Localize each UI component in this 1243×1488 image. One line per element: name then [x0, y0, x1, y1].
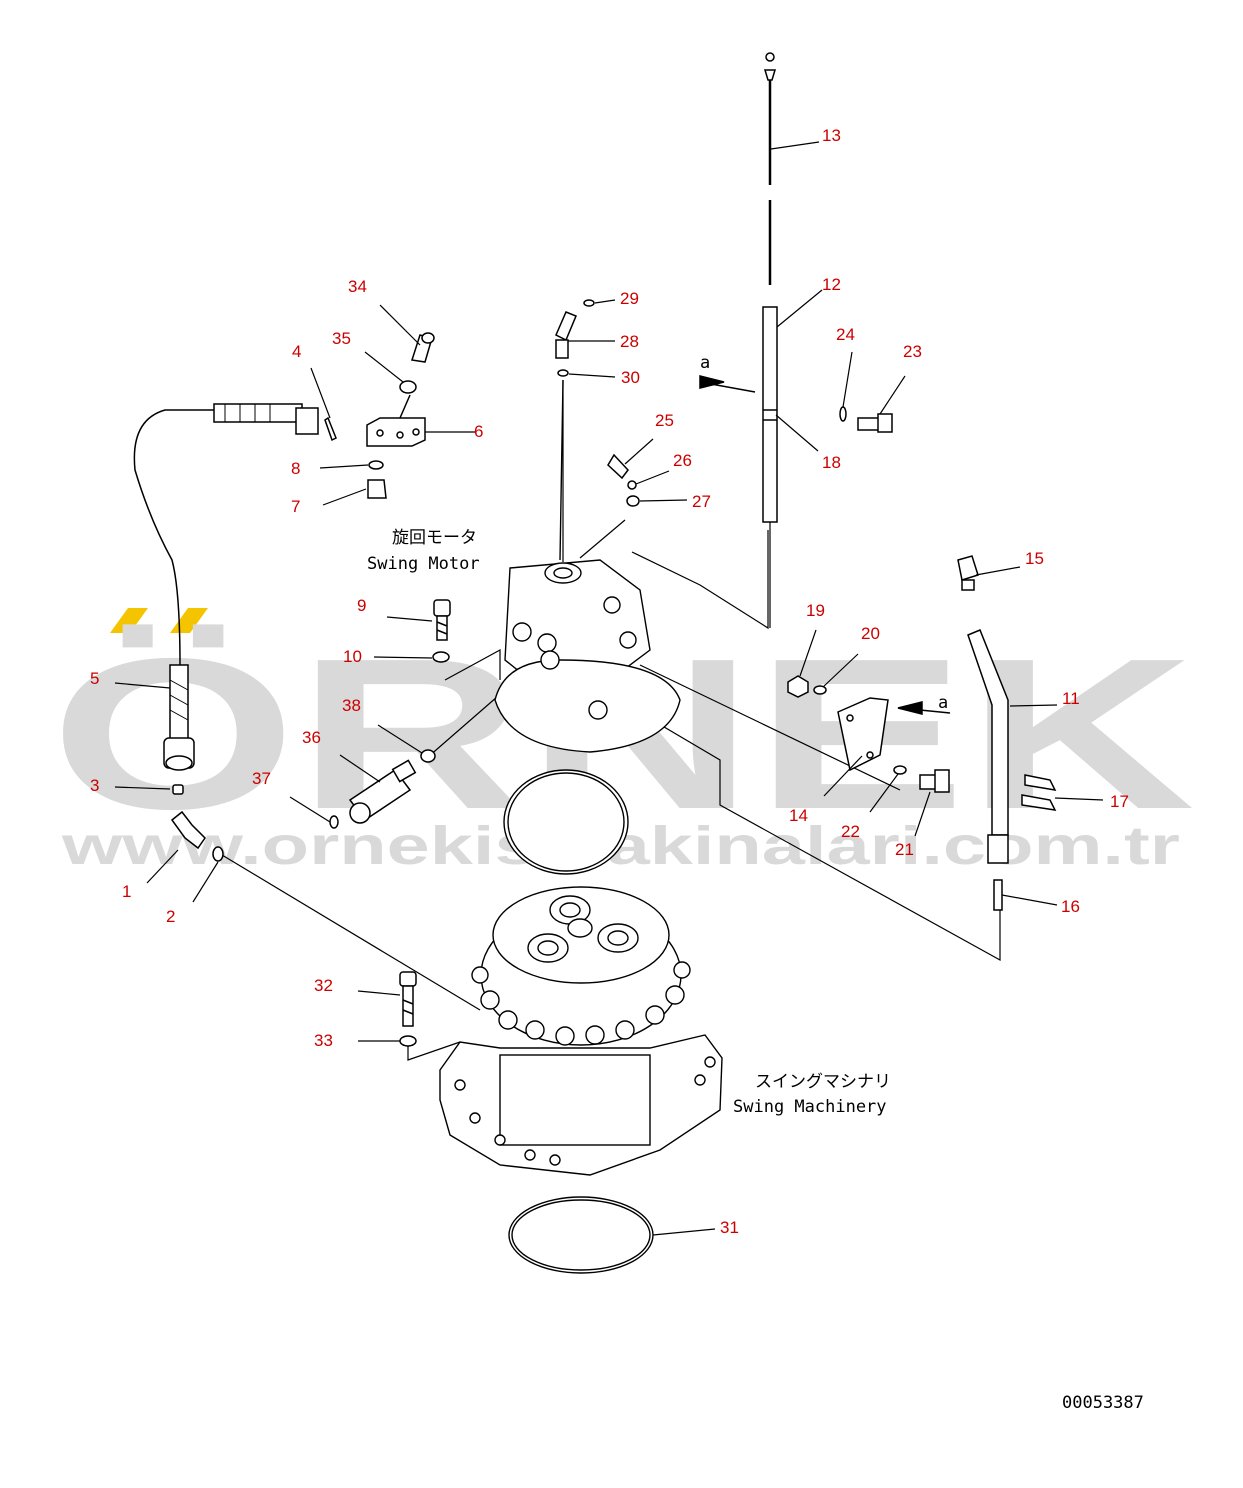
callout-30[interactable]: 30 [621, 368, 640, 387]
elbow-1 [170, 810, 206, 850]
callout-22[interactable]: 22 [841, 822, 860, 841]
callout-17[interactable]: 17 [1110, 792, 1129, 811]
oring-38 [420, 749, 436, 763]
callout-10[interactable]: 10 [343, 647, 362, 666]
oring-37 [329, 815, 339, 829]
oring-8 [368, 460, 384, 470]
swing-motor-en-label: Swing Motor [367, 554, 480, 574]
callout-28[interactable]: 28 [620, 332, 639, 351]
block-6 [366, 417, 426, 447]
callout-29[interactable]: 29 [620, 289, 639, 308]
callout-32[interactable]: 32 [314, 976, 333, 995]
swing-motor [494, 379, 681, 753]
callout-3[interactable]: 3 [90, 776, 99, 795]
callout-leaders [114, 141, 1104, 1236]
callout-8[interactable]: 8 [291, 459, 300, 478]
swing-motor-jp-label: 旋回モータ [392, 528, 477, 548]
bracket-14-group [787, 675, 951, 793]
bolt-23-group [839, 406, 893, 433]
callout-5[interactable]: 5 [90, 669, 99, 688]
callout-31[interactable]: 31 [720, 1218, 739, 1237]
plug-7 [367, 479, 387, 499]
swing-machinery-jp-label: スイングマシナリ [755, 1072, 891, 1092]
callout-1[interactable]: 1 [122, 882, 131, 901]
swing-machinery [439, 769, 723, 1274]
hose-assembly [133, 403, 319, 771]
view-arrow-label-2: a [938, 693, 948, 713]
callout-7[interactable]: 7 [291, 497, 300, 516]
callout-21[interactable]: 21 [895, 840, 914, 859]
callout-12[interactable]: 12 [822, 275, 841, 294]
callout-16[interactable]: 16 [1061, 897, 1080, 916]
captions: 旋回モータ Swing Motor スイングマシナリ Swing Machine… [367, 353, 1144, 1413]
drawing-number: 00053387 [1062, 1393, 1144, 1413]
callout-13[interactable]: 13 [822, 126, 841, 145]
assembly-lines [221, 380, 1001, 1061]
callout-33[interactable]: 33 [314, 1031, 333, 1050]
callout-35[interactable]: 35 [332, 329, 351, 348]
callout-14[interactable]: 14 [789, 806, 808, 825]
relief-valve-36 [348, 759, 417, 824]
bolt-32-group [399, 971, 417, 1047]
left-small-parts [170, 416, 436, 862]
callout-20[interactable]: 20 [861, 624, 880, 643]
callout-25[interactable]: 25 [655, 411, 674, 430]
callout-numbers: 1 2 3 4 5 6 7 8 9 10 11 12 13 14 15 16 1… [90, 126, 1129, 1237]
fitting-28-group [555, 299, 595, 377]
fitting-25-group [607, 453, 640, 507]
callout-18[interactable]: 18 [822, 453, 841, 472]
view-arrow-label-1: a [700, 353, 710, 373]
watermark-accent-left [110, 608, 148, 633]
callout-4[interactable]: 4 [292, 342, 301, 361]
callout-9[interactable]: 9 [357, 596, 366, 615]
callout-2[interactable]: 2 [166, 907, 175, 926]
callout-15[interactable]: 15 [1025, 549, 1044, 568]
plug-3 [172, 784, 184, 795]
callout-26[interactable]: 26 [673, 451, 692, 470]
callout-24[interactable]: 24 [836, 325, 855, 344]
callout-23[interactable]: 23 [903, 342, 922, 361]
callout-36[interactable]: 36 [302, 728, 321, 747]
pipe-11-group [957, 555, 1057, 911]
callout-27[interactable]: 27 [692, 492, 711, 511]
callout-34[interactable]: 34 [348, 277, 367, 296]
swing-machinery-en-label: Swing Machinery [733, 1097, 887, 1117]
bolt-9-group [432, 599, 451, 663]
callout-19[interactable]: 19 [806, 601, 825, 620]
callout-11[interactable]: 11 [1062, 689, 1080, 708]
hose-fitting-bottom [169, 664, 189, 741]
dipstick-group [699, 52, 778, 628]
swing-motor-base [494, 659, 681, 753]
oring-2 [212, 846, 224, 862]
callout-6[interactable]: 6 [474, 422, 483, 441]
hose-fitting-top [213, 403, 303, 423]
bracket-4 [324, 416, 337, 442]
callout-37[interactable]: 37 [252, 769, 271, 788]
washer-35 [399, 380, 417, 394]
valve-block-group [366, 332, 435, 499]
callout-38[interactable]: 38 [342, 696, 361, 715]
